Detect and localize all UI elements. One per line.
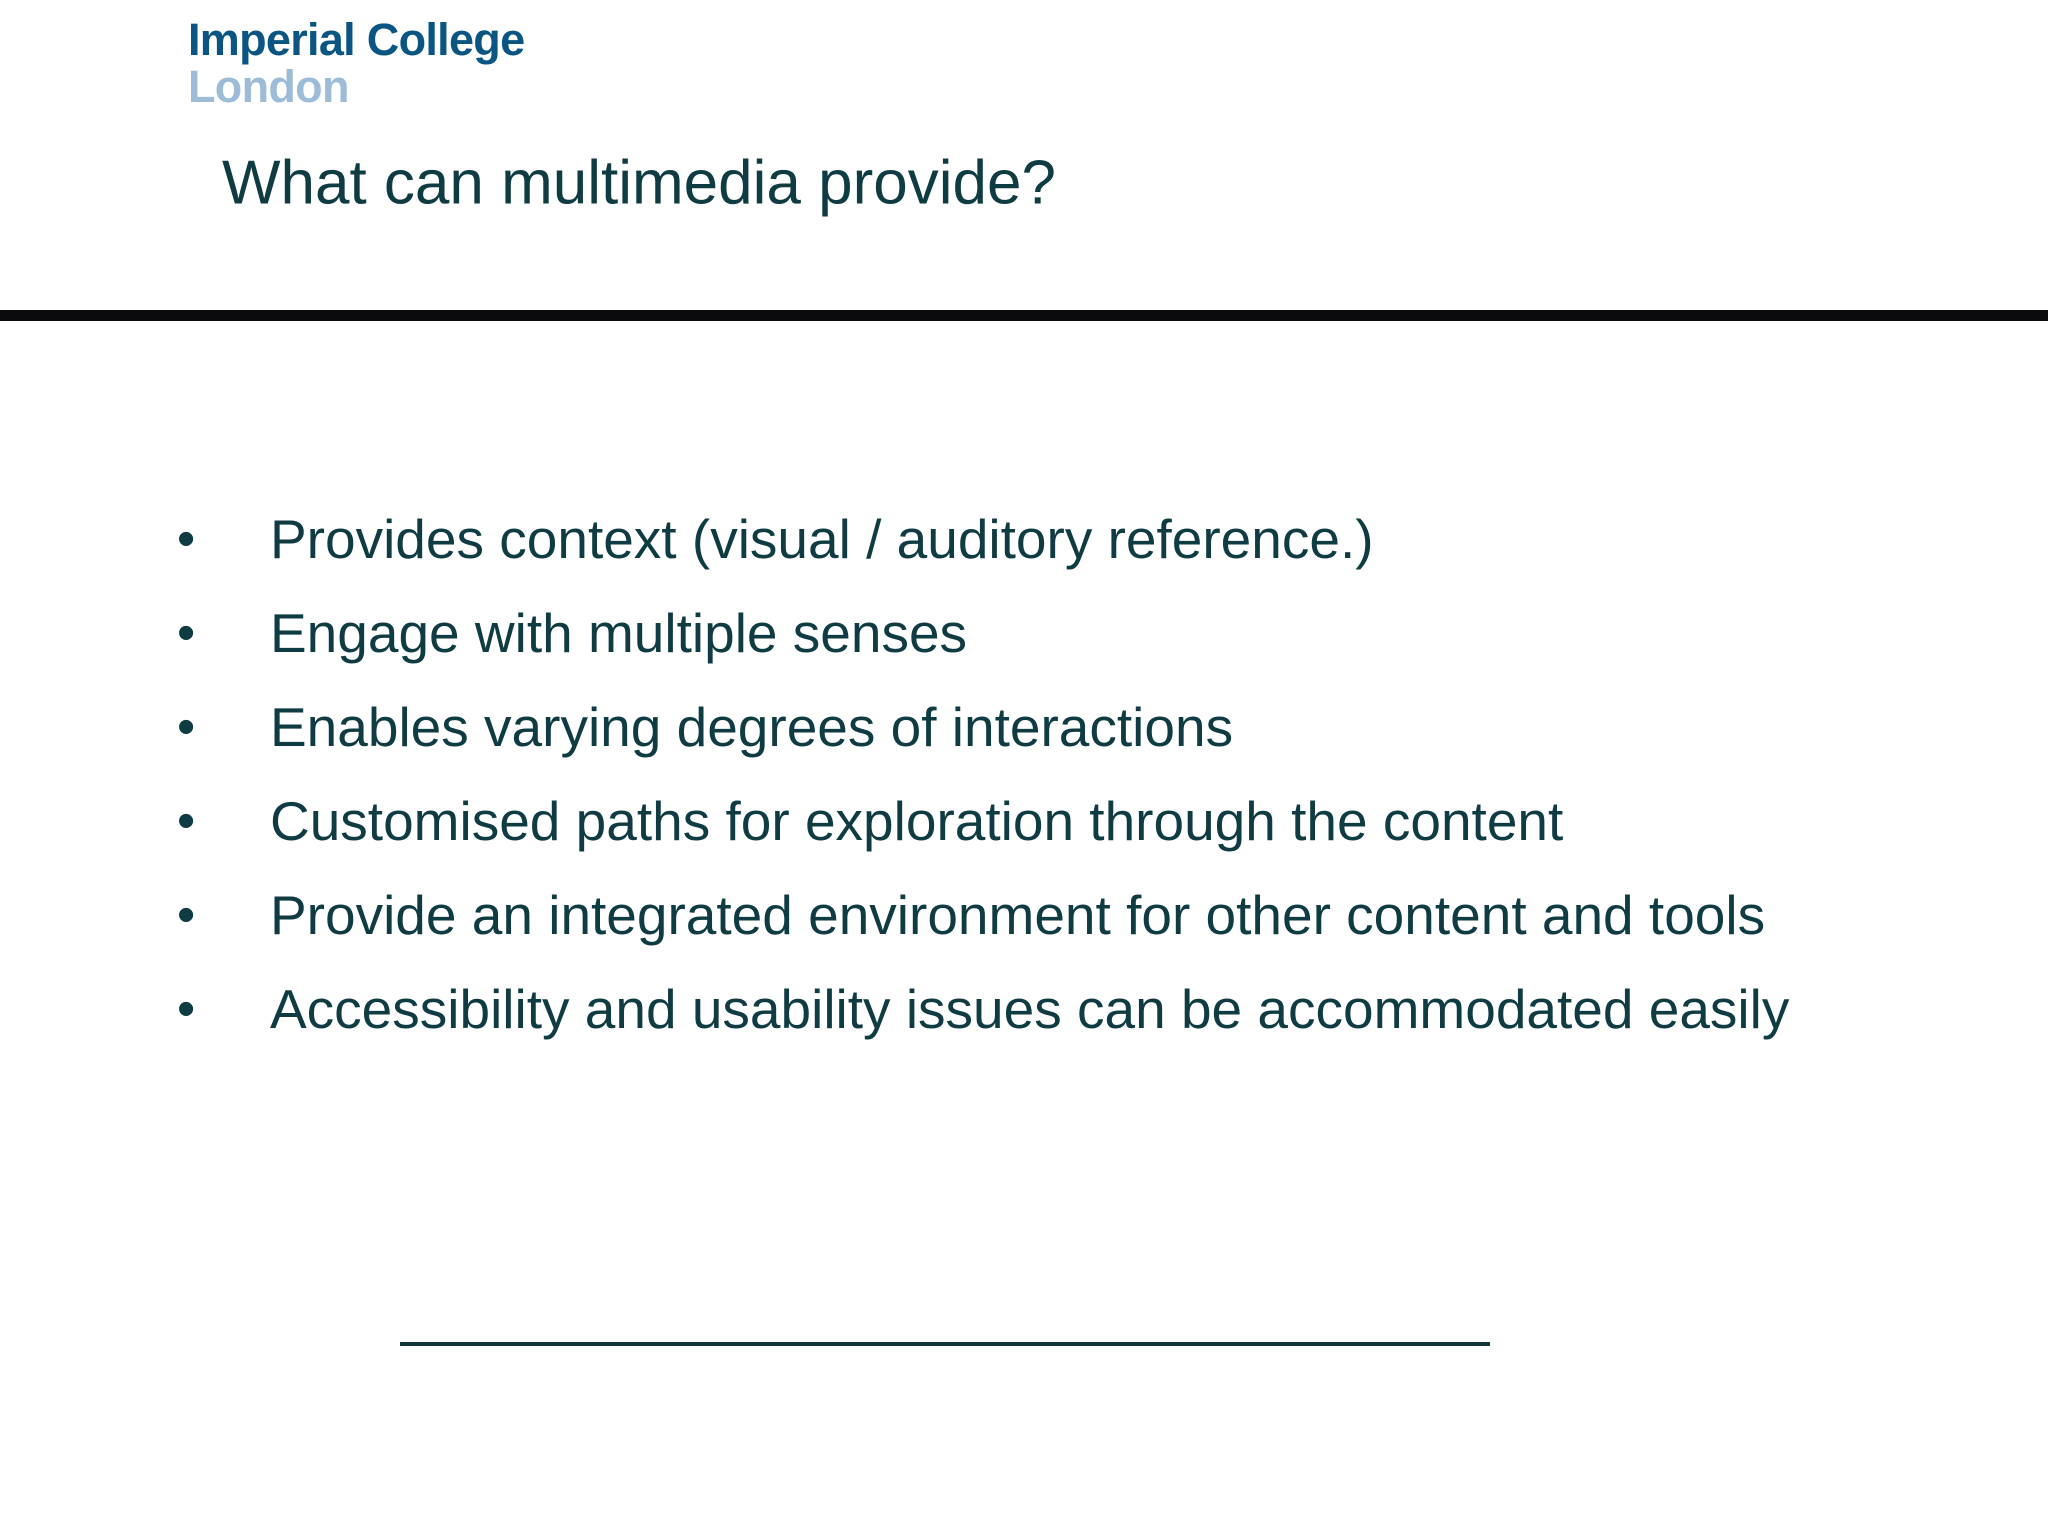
bullet-list: • Provides context (visual / auditory re… — [165, 495, 2035, 1059]
bullet-point-icon: • — [177, 604, 196, 662]
list-item: • Provide an integrated environment for … — [165, 871, 2035, 959]
page-title: What can multimedia provide? — [222, 148, 1056, 218]
list-item: • Accessibility and usability issues can… — [165, 965, 2035, 1053]
bullet-point-icon: • — [177, 980, 196, 1038]
footer-divider — [400, 1342, 1490, 1346]
list-item-text: Enables varying degrees of interactions — [270, 696, 1234, 758]
list-item-text: Provides context (visual / auditory refe… — [270, 508, 1374, 570]
list-item: • Customised paths for exploration throu… — [165, 777, 2035, 865]
list-item: • Provides context (visual / auditory re… — [165, 495, 2035, 583]
list-item: • Enables varying degrees of interaction… — [165, 683, 2035, 771]
logo-line-imperial-college: Imperial College — [188, 14, 525, 65]
bullet-point-icon: • — [177, 886, 196, 944]
bullet-point-icon: • — [177, 792, 196, 850]
header-divider — [0, 310, 2048, 321]
list-item-text: Customised paths for exploration through… — [270, 790, 1564, 852]
logo-line-london: London — [188, 61, 349, 113]
bullet-point-icon: • — [177, 510, 196, 568]
list-item-text: Provide an integrated environment for ot… — [270, 884, 1766, 946]
list-item-text: Accessibility and usability issues can b… — [270, 978, 1790, 1040]
imperial-college-london-logo: Imperial College London — [188, 14, 525, 113]
list-item-text: Engage with multiple senses — [270, 602, 968, 664]
bullet-point-icon: • — [177, 698, 196, 756]
list-item: • Engage with multiple senses — [165, 589, 2035, 677]
